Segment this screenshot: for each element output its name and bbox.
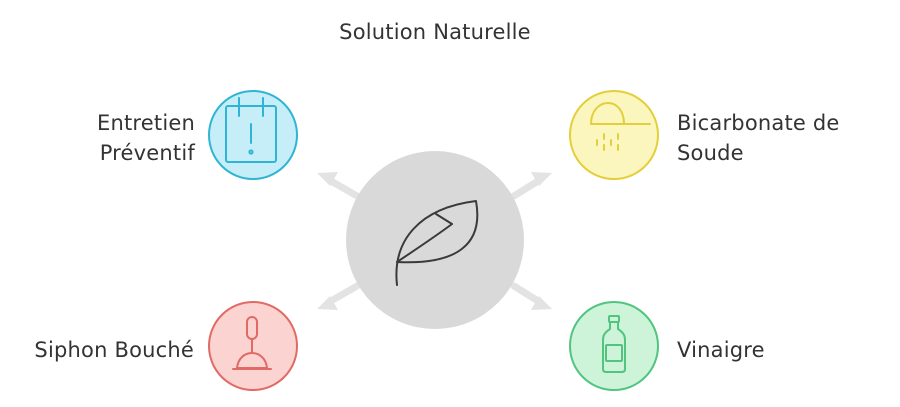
arrow-to-entretien (317, 172, 361, 200)
arrow-to-siphon (317, 282, 361, 310)
arrow-to-bicarbonate (510, 172, 552, 200)
calendar-icon (225, 97, 277, 163)
node-siphon (208, 301, 298, 391)
label-siphon-bouche: Siphon Bouché (34, 338, 194, 362)
diagram-title: Solution Naturelle (339, 20, 531, 44)
label-entretien-preventif: Entretien Préventif (96, 111, 195, 165)
center-node (346, 151, 524, 329)
plunger-icon (232, 316, 272, 370)
label-bicarbonate-de-soude: Bicarbonate de Soude (677, 111, 840, 165)
node-vinaigre (569, 301, 659, 391)
bottle-icon (602, 315, 626, 373)
baking-soda-scoop-icon (590, 102, 651, 151)
arrow-to-vinaigre (510, 282, 552, 310)
leaf-icon (395, 200, 479, 286)
label-vinaigre: Vinaigre (677, 338, 765, 362)
node-entretien (208, 90, 298, 180)
node-bicarbonate (569, 90, 659, 180)
